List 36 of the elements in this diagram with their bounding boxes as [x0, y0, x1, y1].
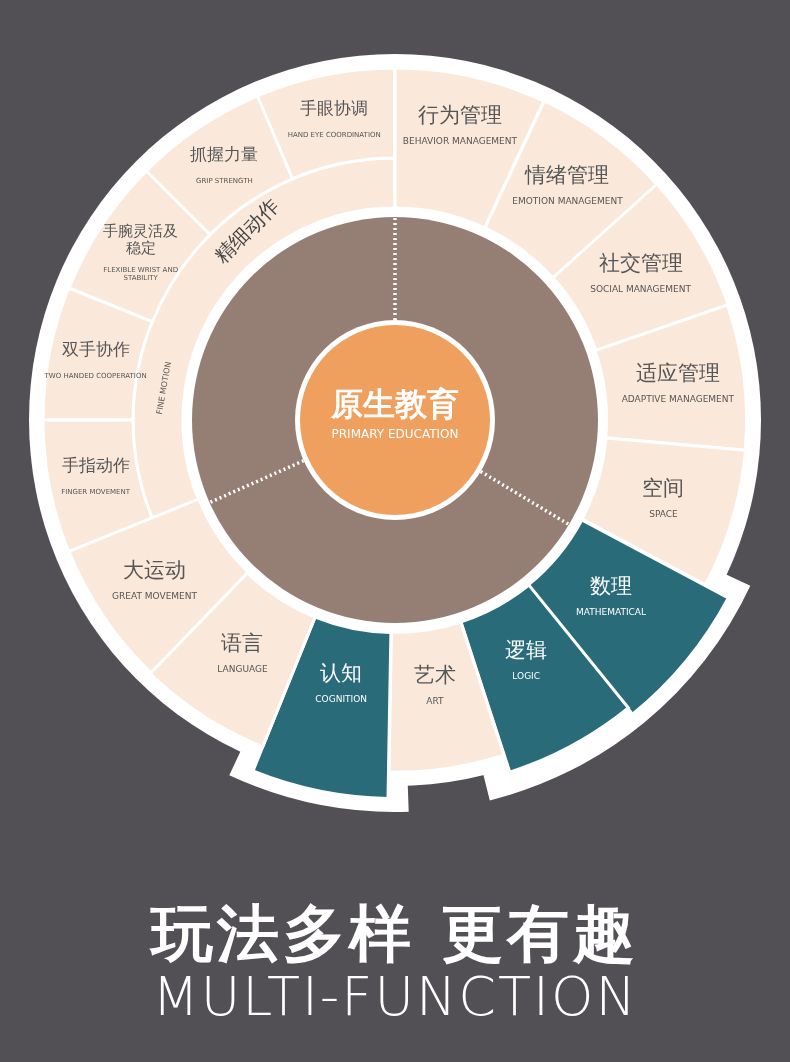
- segment-sublabel: SPACE: [649, 508, 678, 519]
- segment-sublabel: ADAPTIVE MANAGEMENT: [621, 394, 735, 405]
- segment-label: 空间: [642, 475, 685, 500]
- segment-sublabel: MATHEMATICAL: [576, 606, 647, 618]
- segment-sublabel: LANGUAGE: [217, 663, 268, 674]
- ring-segment: [388, 621, 504, 772]
- band-label: 精细动作: [210, 194, 284, 268]
- segment-label: 抓握力量: [190, 145, 259, 165]
- segment-label: 认知: [320, 660, 363, 685]
- segment-label: 艺术: [413, 662, 456, 688]
- subtitle-text: PRIMARY EDUCATION: [331, 428, 459, 442]
- segment-label: 社交管理: [598, 251, 683, 276]
- segment-label: 手指动作: [61, 456, 130, 476]
- ring-segment: [43, 420, 153, 552]
- ring-segment: [595, 305, 747, 451]
- segment-label: 手腕灵活及稳定: [102, 222, 180, 257]
- segment-label: 大运动: [123, 558, 187, 583]
- band-sublabel: FINE MOTION: [155, 360, 174, 415]
- ring-segment: [43, 288, 153, 420]
- segment-sublabel: COGNITION: [315, 693, 367, 704]
- title-text: 原生教育: [331, 385, 459, 423]
- segment-label: 手眼协调: [300, 99, 369, 119]
- segment-sublabel: ART: [426, 695, 444, 707]
- segment-label: 语言: [221, 630, 264, 655]
- segment-label: 逻辑: [505, 637, 548, 662]
- segment-sublabel: GREAT MOVEMENT: [112, 590, 198, 602]
- segment-sublabel: SOCIAL MANAGEMENT: [590, 284, 691, 295]
- ring-segment: [552, 184, 728, 351]
- segment-label: 数理: [590, 574, 633, 599]
- segment-label: 双手协作: [61, 340, 130, 360]
- segment-label: 情绪管理: [525, 162, 610, 187]
- segment-sublabel: EMOTION MANAGEMENT: [512, 195, 623, 207]
- segment-label: 行为管理: [417, 103, 502, 128]
- segment-sublabel: BEHAVIOR MANAGEMENT: [402, 135, 518, 147]
- segment-sublabel: LOGIC: [512, 670, 541, 681]
- segment-label: 适应管理: [635, 361, 720, 386]
